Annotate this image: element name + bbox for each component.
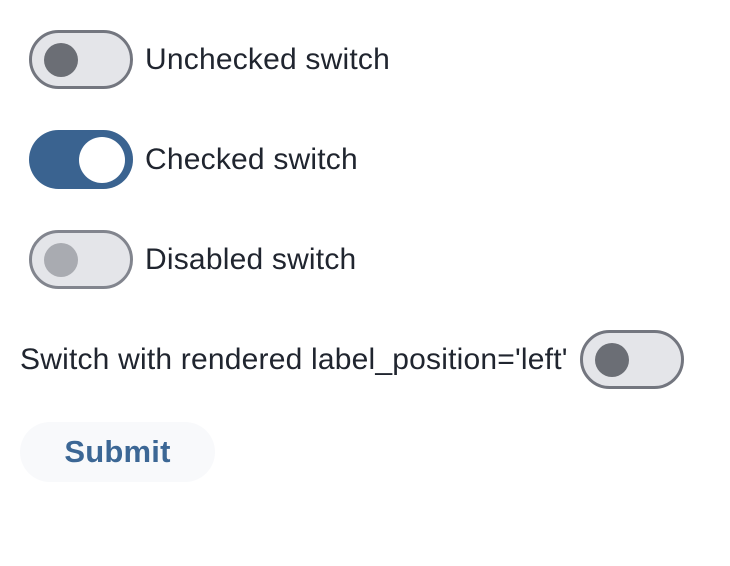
switch-thumb <box>594 342 629 377</box>
switch-thumb <box>79 136 125 183</box>
checked-switch-label: Checked switch <box>145 142 358 176</box>
left-label-switch-label: Switch with rendered label_position='lef… <box>20 342 568 376</box>
disabled-switch-label: Disabled switch <box>145 242 357 276</box>
disabled-switch-toggle <box>29 230 133 289</box>
checked-switch-toggle[interactable] <box>29 130 133 189</box>
left-label-switch-toggle[interactable] <box>579 330 684 389</box>
submit-button[interactable]: Submit <box>20 422 215 482</box>
switch-row-label-left[interactable]: Switch with rendered label_position='lef… <box>20 330 684 389</box>
switch-row-checked[interactable]: Checked switch <box>29 130 358 189</box>
switch-thumb <box>44 242 78 277</box>
switch-row-disabled: Disabled switch <box>29 230 356 289</box>
unchecked-switch-label: Unchecked switch <box>145 42 390 76</box>
switch-thumb <box>44 42 78 77</box>
switch-row-unchecked[interactable]: Unchecked switch <box>29 30 390 89</box>
unchecked-switch-toggle[interactable] <box>29 30 133 89</box>
